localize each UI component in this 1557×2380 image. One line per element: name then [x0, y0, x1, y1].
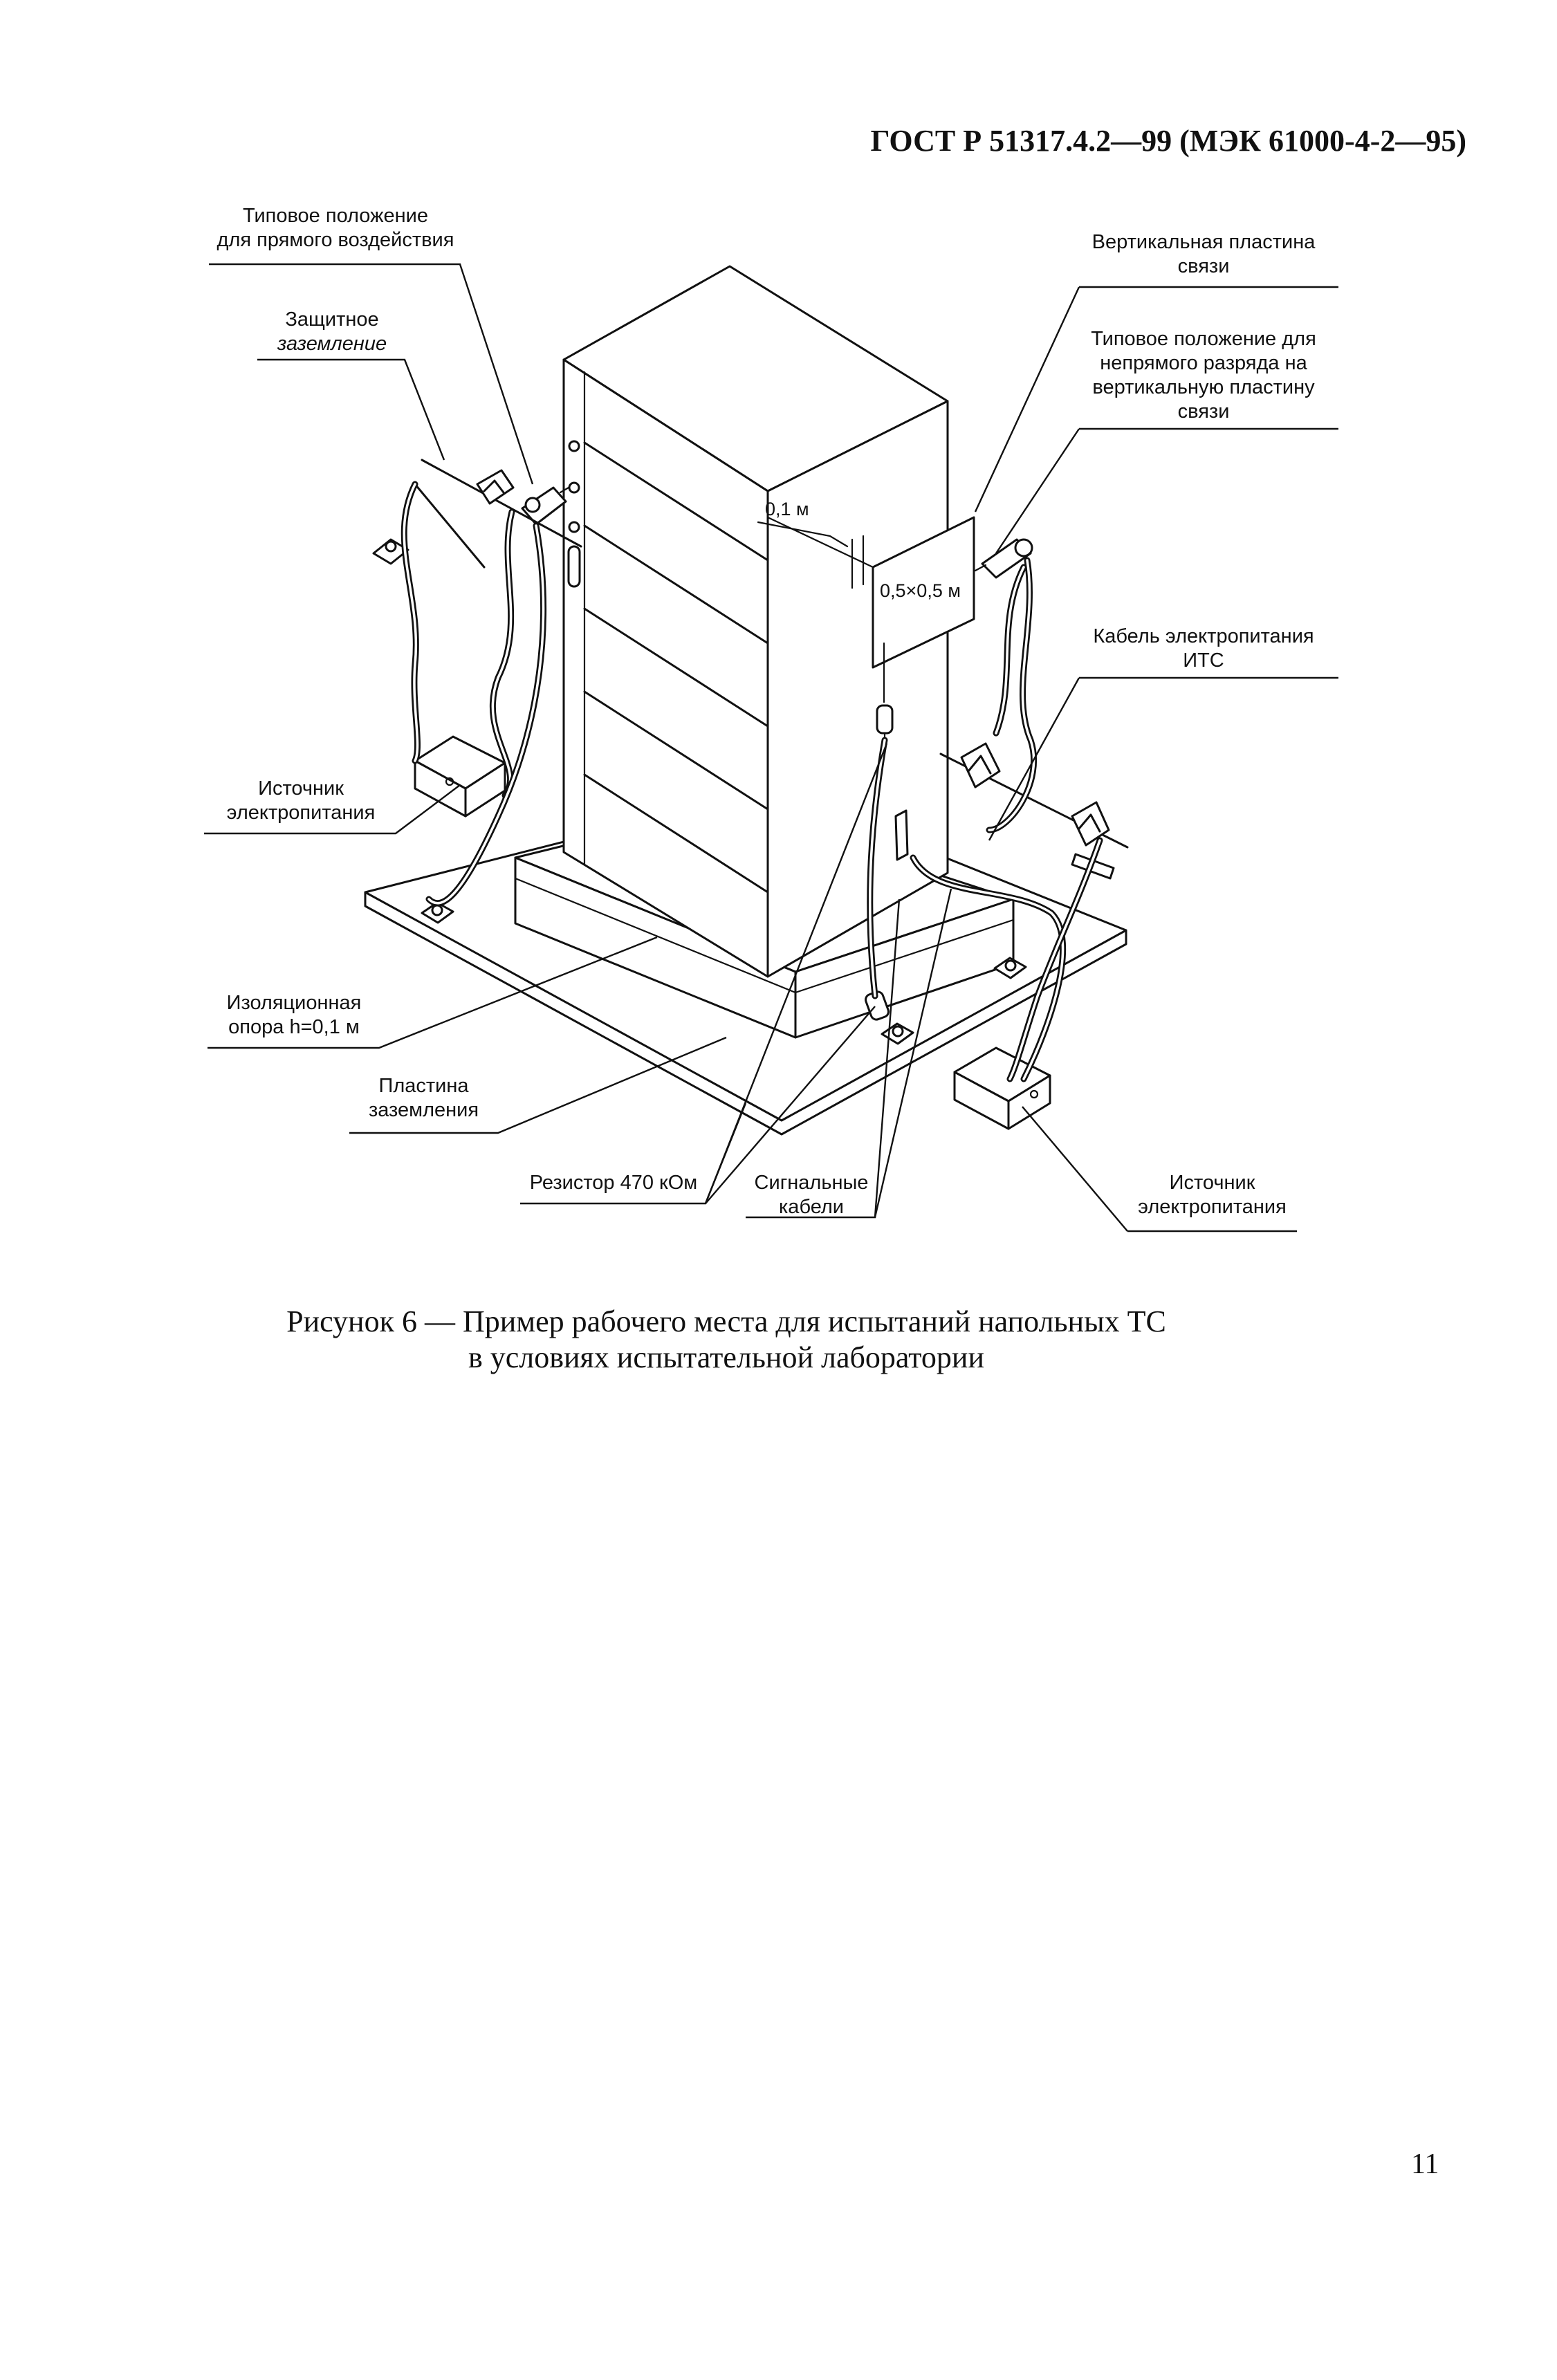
equipment-cabinet [562, 265, 949, 978]
label-vertical-plate: Вертикальная пластина связи [1069, 230, 1338, 279]
power-supply-left [414, 735, 506, 818]
label-line: опора h=0,1 м [228, 1016, 360, 1038]
label-line: вертикальную пластину [1092, 376, 1315, 398]
label-power-cable: Кабель электропитания ИТС [1069, 625, 1338, 673]
label-line: Пластина [378, 1075, 469, 1097]
caption-line: Рисунок 6 — Пример рабочего места для ис… [286, 1304, 1166, 1338]
label-line: Вертикальная пластина [1091, 231, 1316, 253]
label-line: Резистор 470 кОм [529, 1172, 698, 1194]
document-header: ГОСТ Р 51317.4.2—99 (МЭК 61000-4-2—95) [870, 124, 1466, 158]
dimension-gap-label: 0,1 м [765, 499, 809, 519]
leader-lines [204, 263, 1338, 1233]
dimension-marks [757, 516, 874, 589]
label-line: ИТС [1183, 649, 1224, 672]
figure-caption: Рисунок 6 — Пример рабочего места для ис… [208, 1304, 1245, 1376]
label-line: связи [1177, 400, 1230, 423]
label-line: кабели [778, 1196, 845, 1218]
label-insulating-support: Изоляционная опора h=0,1 м [208, 991, 380, 1040]
label-line: Кабель электропитания [1093, 625, 1314, 647]
label-line: Источник [1169, 1172, 1255, 1194]
vertical-coupling-plate [872, 516, 975, 741]
label-indirect-position: Типовое положение для непрямого разряда … [1069, 327, 1338, 424]
label-line: электропитания [1138, 1196, 1287, 1218]
ground-clips [421, 901, 1027, 1045]
label-signal-cables: Сигнальные кабели [746, 1171, 877, 1219]
dimension-plate-label: 0,5×0,5 м [880, 580, 961, 601]
esd-generator-indirect [974, 538, 1033, 579]
label-ground-plate: Пластина заземления [349, 1074, 498, 1123]
label-line: Сигнальные [754, 1172, 869, 1194]
cables [400, 481, 1103, 1082]
label-line: для прямого воздействия [216, 229, 454, 251]
label-line: заземление [277, 333, 387, 355]
protective-ground-bar [372, 459, 582, 569]
label-line: непрямого разряда на [1100, 352, 1307, 374]
label-power-source-left: Источник электропитания [204, 777, 398, 825]
page-number: 11 [1411, 2148, 1439, 2180]
power-supply-right [953, 1046, 1051, 1130]
label-line: электропитания [226, 802, 376, 824]
label-line: Типовое положение [243, 205, 428, 227]
label-direct-position: Типовое положение для прямого воздействи… [208, 204, 463, 252]
label-power-source-right: Источник электропитания [1127, 1171, 1297, 1219]
label-protective-ground: Защитное заземление [256, 308, 408, 356]
label-line: Изоляционная [226, 992, 362, 1014]
power-connectors-right [894, 742, 1129, 880]
label-line: Типовое положение для [1091, 328, 1316, 350]
label-line: Источник [258, 777, 344, 800]
label-line: связи [1177, 255, 1230, 277]
label-line: Защитное [285, 308, 379, 331]
label-resistor: Резистор 470 кОм [520, 1171, 707, 1195]
caption-line: в условиях испытательной лаборатории [468, 1340, 985, 1374]
label-line: заземления [368, 1099, 479, 1121]
